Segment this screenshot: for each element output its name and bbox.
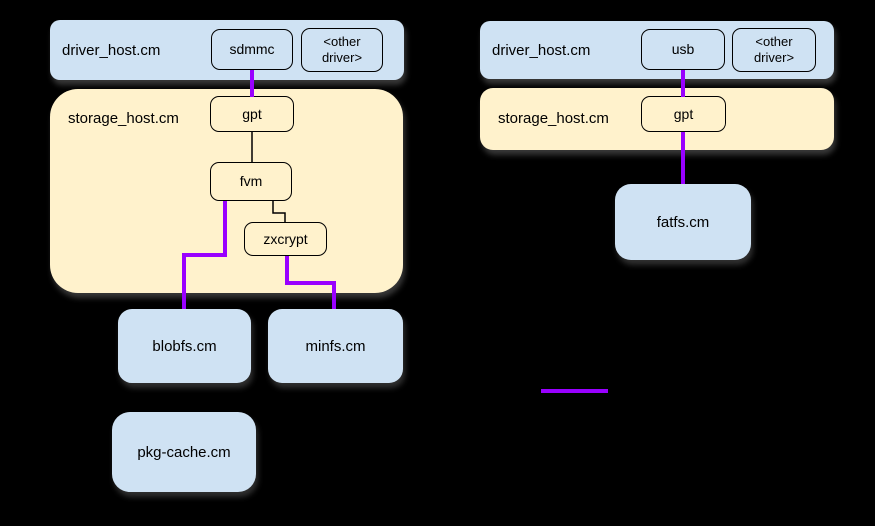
right-driver-host-box: driver_host.cm usb <other driver> [480, 21, 834, 79]
left-storage-host-box: storage_host.cm gpt fvm zxcrypt [50, 89, 403, 293]
right-storage-host-label: storage_host.cm [498, 110, 609, 127]
right-gpt-label: gpt [673, 105, 694, 122]
sdmmc-node: sdmmc [211, 29, 293, 70]
zxcrypt-node: zxcrypt [244, 222, 327, 256]
right-gpt-node: gpt [641, 96, 726, 132]
usb-node: usb [641, 29, 725, 70]
minfs-box: minfs.cm [268, 309, 403, 383]
usb-label: usb [671, 41, 695, 58]
left-driver-host-box: driver_host.cm sdmmc <other driver> [50, 20, 404, 80]
right-other-driver-node: <other driver> [732, 28, 816, 72]
left-storage-host-label: storage_host.cm [68, 110, 179, 127]
minfs-label: minfs.cm [305, 337, 366, 355]
left-other-driver-label: <other driver> [321, 34, 363, 65]
right-storage-host-box: storage_host.cm gpt [480, 88, 834, 150]
fvm-node: fvm [210, 162, 292, 201]
zxcrypt-label: zxcrypt [263, 230, 308, 247]
fvm-label: fvm [239, 173, 263, 190]
pkg-cache-label: pkg-cache.cm [137, 443, 231, 461]
left-gpt-node: gpt [210, 96, 294, 132]
left-gpt-label: gpt [242, 105, 262, 122]
sdmmc-label: sdmmc [229, 41, 275, 58]
blobfs-box: blobfs.cm [118, 309, 251, 383]
right-other-driver-label: <other driver> [753, 34, 795, 65]
blobfs-label: blobfs.cm [152, 337, 217, 355]
fatfs-box: fatfs.cm [615, 184, 751, 260]
left-other-driver-node: <other driver> [301, 28, 383, 72]
fatfs-label: fatfs.cm [656, 213, 710, 231]
pkg-cache-box: pkg-cache.cm [112, 412, 256, 492]
left-driver-host-label: driver_host.cm [62, 41, 161, 59]
right-driver-host-label: driver_host.cm [492, 41, 591, 59]
